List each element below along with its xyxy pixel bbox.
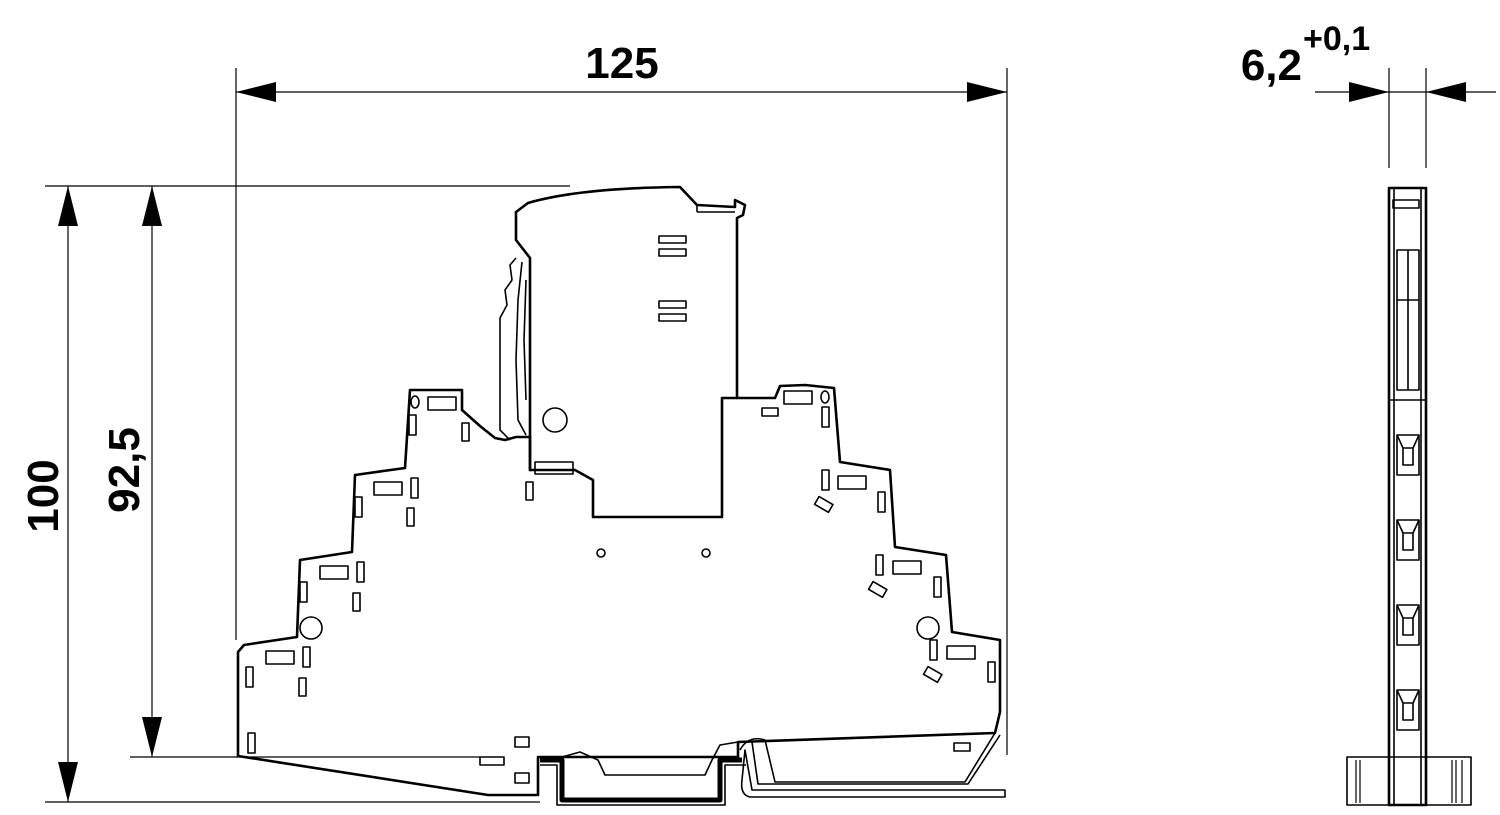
clip: [813, 495, 834, 514]
pin-right: [701, 548, 711, 558]
arrow-top-inner: [142, 186, 162, 226]
clip: [245, 666, 254, 688]
clip: [987, 661, 996, 683]
dimension-height-92-5: 92,5: [100, 186, 480, 758]
side-rail-body: [1346, 756, 1472, 806]
label-height-92-5: 92,5: [100, 427, 149, 513]
clip: [953, 742, 971, 752]
front-view: [236, 185, 1006, 806]
bottom-window: [514, 772, 530, 784]
label-tolerance: +0,1: [1303, 20, 1370, 58]
clip: [761, 407, 779, 417]
side-terminal-detail: [1396, 519, 1420, 551]
plug-module-outline: [514, 185, 747, 472]
clip: [410, 395, 420, 409]
arrow-bottom: [58, 762, 78, 802]
side-terminals: [1396, 434, 1420, 731]
label-width-6-2: 6,2: [1241, 41, 1302, 90]
clip: [356, 561, 365, 583]
side-view: [1346, 186, 1472, 807]
terminal-window-r1: [783, 390, 813, 405]
plug-grip: [499, 257, 527, 441]
plug-mark-3: [658, 300, 687, 309]
clip: [247, 732, 256, 754]
arrow-left: [236, 82, 276, 102]
clip: [354, 496, 363, 518]
clip: [352, 592, 361, 612]
clip: [922, 665, 943, 684]
clip: [408, 414, 417, 436]
arrow-top: [58, 186, 78, 226]
terminal-window-l1: [427, 396, 457, 411]
side-terminal: [1396, 434, 1420, 476]
plug-mark-1: [658, 235, 687, 244]
clip: [298, 677, 307, 697]
pin-left: [596, 548, 606, 558]
arrow-side-right: [1426, 82, 1466, 102]
clip: [302, 646, 311, 668]
clip: [933, 576, 942, 598]
terminal-window-l3: [319, 565, 349, 580]
latch-foot: [739, 732, 1006, 798]
arrow-right: [967, 82, 1007, 102]
clip: [929, 639, 938, 661]
label-height-100: 100: [19, 459, 68, 532]
screw-hole-left: [299, 616, 323, 640]
side-terminal: [1396, 519, 1420, 561]
side-terminal-detail: [1396, 689, 1420, 721]
bottom-window: [514, 736, 530, 748]
plug-mark-2: [658, 248, 687, 257]
plug-mark-4: [658, 313, 687, 322]
clip: [821, 469, 830, 491]
terminal-window-r2: [837, 475, 867, 490]
terminal-window-r4: [946, 645, 976, 660]
clip: [875, 554, 884, 576]
screw-hole-right: [916, 616, 940, 640]
side-terminal: [1396, 604, 1420, 646]
side-terminal-detail: [1396, 604, 1420, 636]
label-slot: [534, 461, 574, 475]
clip: [299, 581, 308, 603]
terminal-window-l4: [265, 650, 295, 665]
clip: [410, 477, 419, 499]
din-rail-clamp: [540, 757, 742, 803]
side-terminal-detail: [1396, 434, 1420, 466]
label-width-125: 125: [585, 39, 658, 88]
clip: [867, 580, 888, 599]
dimension-width-125: 125: [235, 39, 1008, 755]
terminal-window-l2: [373, 481, 403, 496]
clip: [877, 491, 886, 513]
clip: [820, 390, 830, 404]
rail-hook-left: [561, 741, 739, 776]
release-hole: [542, 407, 568, 433]
side-din-rail: [1346, 756, 1472, 806]
bottom-window: [479, 756, 505, 766]
side-slot: [1392, 199, 1420, 209]
arrow-side-left: [1349, 82, 1389, 102]
clip: [525, 481, 534, 501]
dimension-width-6-2: 6,2 +0,1: [1241, 20, 1496, 168]
din-rail-inner: [540, 764, 746, 806]
clip: [821, 406, 830, 428]
arrow-bottom-inner: [142, 717, 162, 757]
side-terminal: [1396, 689, 1420, 731]
clip: [406, 507, 415, 527]
housing-outline: [236, 383, 1002, 797]
terminal-window-r3: [892, 560, 922, 575]
clip: [461, 422, 470, 442]
dimension-height-100: 100: [19, 185, 570, 803]
